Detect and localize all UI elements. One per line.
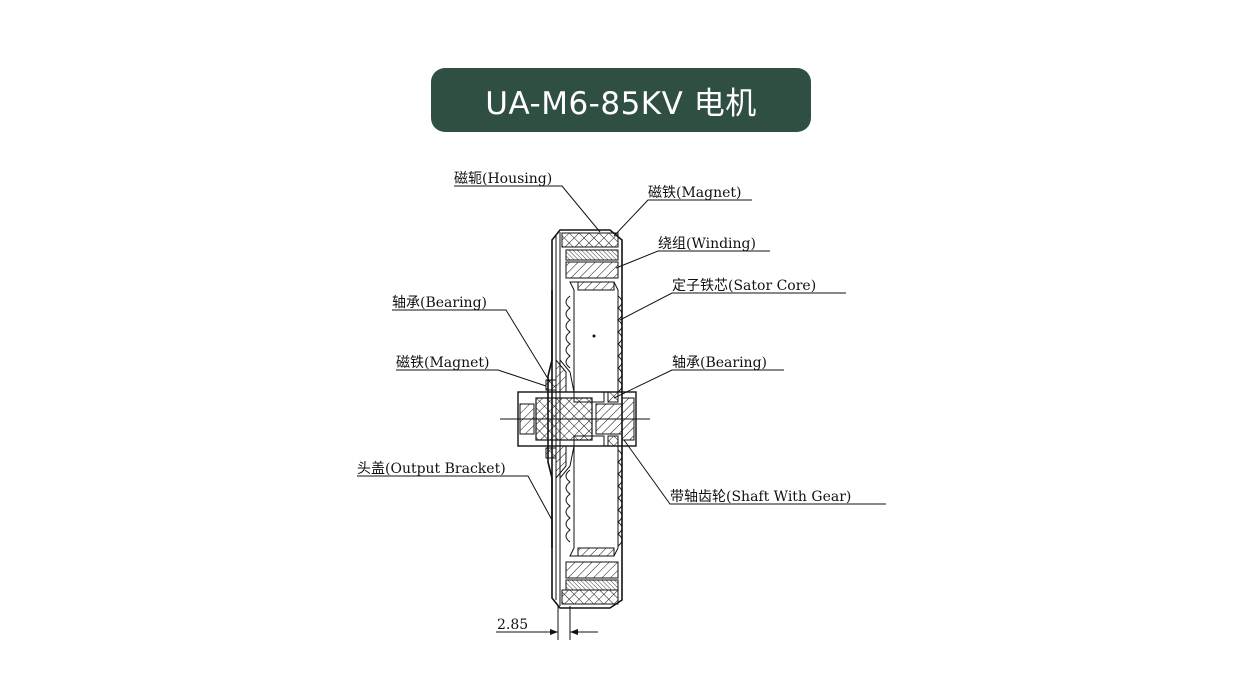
label-winding: 绕组(Winding)	[658, 236, 756, 252]
label-bearing-right: 轴承(Bearing)	[672, 355, 767, 371]
label-bearing-left: 轴承(Bearing)	[392, 295, 487, 311]
motor-body	[500, 229, 650, 609]
label-magnet-left: 磁铁(Magnet)	[396, 355, 490, 371]
label-output-bracket: 头盖(Output Bracket)	[357, 461, 506, 477]
label-shaft-with-gear: 带轴齿轮(Shaft With Gear)	[670, 489, 851, 505]
title-banner: UA-M6-85KV 电机	[431, 68, 811, 132]
page-title: UA-M6-85KV 电机	[485, 85, 757, 122]
component-labels: 磁轭(Housing) 磁铁(Magnet) 绕组(Winding) 定子铁芯(…	[357, 171, 851, 505]
dimension-annotation: 2.85	[496, 606, 598, 640]
dimension-value: 2.85	[497, 617, 528, 633]
leader-lines	[357, 185, 886, 521]
label-housing: 磁轭(Housing)	[454, 171, 552, 187]
label-stator-core: 定子铁芯(Sator Core)	[672, 278, 816, 294]
label-magnet-top: 磁铁(Magnet)	[648, 185, 742, 201]
